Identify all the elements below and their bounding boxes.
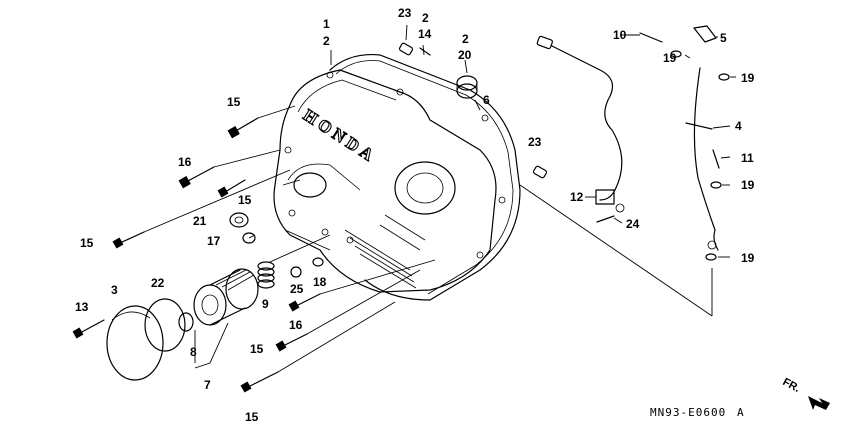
callout-14: 14 xyxy=(418,27,432,41)
callout-15: 15 xyxy=(245,410,259,424)
cover-gasket xyxy=(329,53,521,301)
front-label: FR. xyxy=(781,376,802,395)
callout-8: 8 xyxy=(190,345,197,359)
leader-lines xyxy=(143,24,736,373)
callout-16: 16 xyxy=(289,318,303,332)
callout-20: 20 xyxy=(458,48,472,62)
callout-6: 6 xyxy=(483,93,490,107)
o-ring-8 xyxy=(178,312,194,332)
dowel-pin-23-top xyxy=(398,42,414,56)
oil-filter-element xyxy=(193,268,259,326)
diagram-code: MN93-E0600 xyxy=(650,406,726,419)
callout-19: 19 xyxy=(741,178,755,192)
flange-bolt-15-left xyxy=(112,231,145,249)
callout-12: 12 xyxy=(570,190,584,204)
bolt-11 xyxy=(712,149,720,169)
bracket-5 xyxy=(693,25,717,43)
diagram-code-suffix: A xyxy=(737,406,745,419)
flange-bolt-16-upper xyxy=(178,166,215,189)
bolt-14 xyxy=(419,47,431,56)
flange-bolt-15-bottom xyxy=(240,371,279,393)
washer-19a xyxy=(670,50,682,58)
bolt-10 xyxy=(639,32,663,43)
right-crankcase-cover: HONDA xyxy=(273,69,506,293)
callout-17: 17 xyxy=(207,234,221,248)
callout-1: 1 xyxy=(323,17,330,31)
bolt-24 xyxy=(596,215,615,223)
callout-23: 23 xyxy=(528,135,542,149)
o-ring-22 xyxy=(144,298,186,352)
callout-13: 13 xyxy=(75,300,89,314)
washer-19c xyxy=(710,181,722,189)
pulse-generator-harness xyxy=(536,35,625,213)
callout-10: 10 xyxy=(613,28,627,42)
callout-15: 15 xyxy=(80,236,94,250)
callout-25: 25 xyxy=(290,282,304,296)
callout-4: 4 xyxy=(735,119,742,133)
callout-3: 3 xyxy=(111,283,118,297)
callout-2: 2 xyxy=(462,32,469,46)
callout-21: 21 xyxy=(193,214,207,228)
neutral-switch-wire-4 xyxy=(685,67,719,251)
brand-logo: HONDA xyxy=(300,105,380,166)
callout-11: 11 xyxy=(741,151,754,165)
callout-15: 15 xyxy=(250,342,264,356)
bolt-25 xyxy=(290,266,302,278)
callout-18: 18 xyxy=(313,275,327,289)
plug-17 xyxy=(242,232,256,244)
washer-18 xyxy=(312,257,324,267)
callout-2: 2 xyxy=(422,11,429,25)
oil-seal-21 xyxy=(229,212,249,228)
needle-bearing-20 xyxy=(456,75,478,99)
callout-numbers: 1 2 23 2 14 2 20 6 23 15 16 15 21 17 15 … xyxy=(75,6,755,424)
callout-23: 23 xyxy=(398,6,412,20)
callout-22: 22 xyxy=(151,276,165,290)
flange-bolt-13 xyxy=(72,319,105,339)
flange-bolt-16-lower xyxy=(288,293,321,312)
flange-bolt-15-top xyxy=(227,117,259,139)
washer-19d xyxy=(705,253,717,261)
callout-15: 15 xyxy=(238,193,252,207)
oil-filter-spring-9 xyxy=(257,261,275,289)
callout-9: 9 xyxy=(262,297,269,311)
callout-19: 19 xyxy=(663,51,677,65)
callout-5: 5 xyxy=(720,31,727,45)
callout-2: 2 xyxy=(323,34,330,48)
front-direction-arrow: FR. xyxy=(781,376,830,410)
callout-19: 19 xyxy=(741,251,755,265)
washer-19b xyxy=(718,73,730,81)
callout-24: 24 xyxy=(626,217,640,231)
dowel-pin-23-right xyxy=(532,165,548,179)
callout-16: 16 xyxy=(178,155,192,169)
oil-filter-cover-3 xyxy=(106,305,164,381)
callout-7: 7 xyxy=(204,378,211,392)
flange-bolt-15-mid xyxy=(217,179,246,198)
flange-bolt-15-low xyxy=(275,333,308,352)
callout-15: 15 xyxy=(227,95,241,109)
callout-19: 19 xyxy=(741,71,755,85)
